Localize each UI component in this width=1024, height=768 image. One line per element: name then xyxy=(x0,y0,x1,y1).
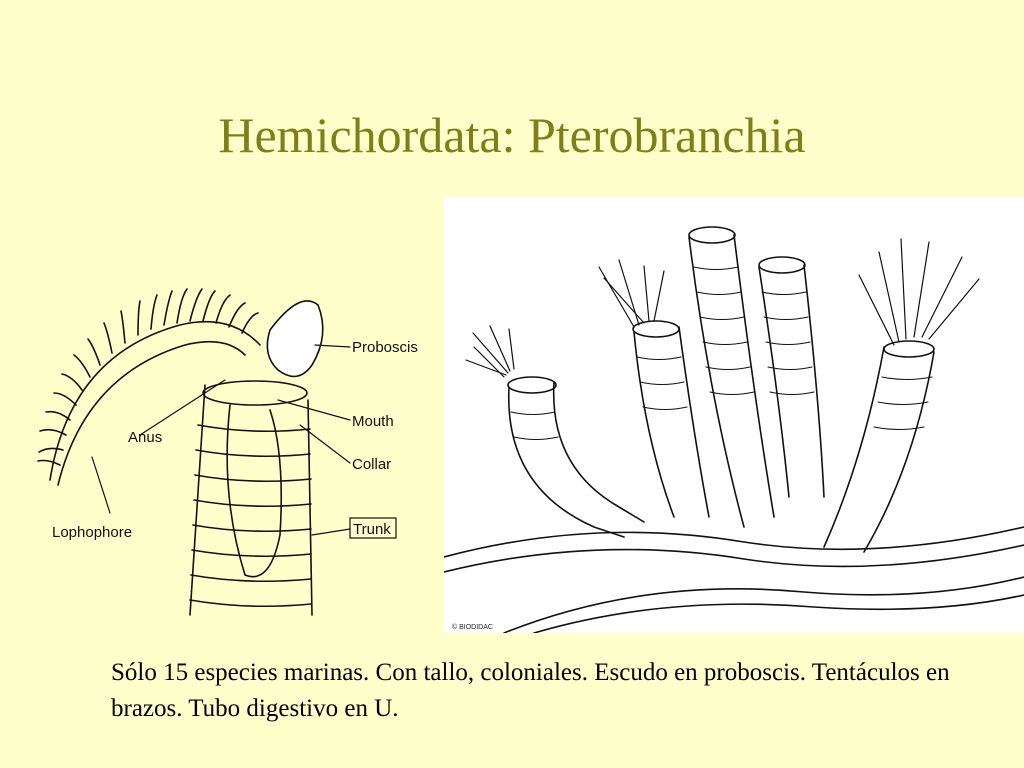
trunk-tube-drawing xyxy=(189,380,313,616)
zooid-tubes-drawing xyxy=(507,226,935,553)
pterobranch-labeled-diagram: Proboscis Mouth Anus Collar Trunk Lophop… xyxy=(30,235,440,620)
label-trunk: Trunk xyxy=(353,521,391,538)
proboscis-shield-drawing xyxy=(266,300,324,378)
pterobranch-colony-illustration: © BIODIDAC xyxy=(444,197,1024,633)
slide-title: Hemichordata: Pterobranchia xyxy=(218,107,806,163)
trunk-label-box xyxy=(349,517,397,539)
label-anus: Anus xyxy=(128,429,162,446)
stolon-network-drawing xyxy=(444,526,1024,633)
label-proboscis: Proboscis xyxy=(352,339,418,356)
tentacle-tufts-drawing xyxy=(465,238,980,378)
slide-body-text: Sólo 15 especies marinas. Con tallo, col… xyxy=(111,659,950,722)
lophophore-arms-drawing xyxy=(37,288,261,486)
label-lophophore: Lophophore xyxy=(52,524,132,541)
image-credit: © BIODIDAC xyxy=(452,623,493,631)
label-collar: Collar xyxy=(352,456,391,473)
label-mouth: Mouth xyxy=(352,413,394,430)
